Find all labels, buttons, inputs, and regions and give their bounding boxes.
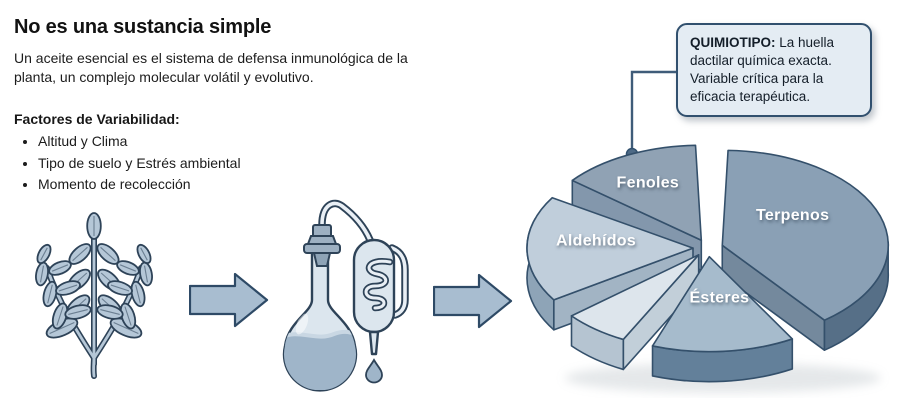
pie-slice-label: Terpenos xyxy=(756,207,829,224)
plant-leaf xyxy=(107,280,133,296)
connector-polyline xyxy=(630,70,676,150)
arrow-right-icon xyxy=(433,273,513,329)
oil-droplet xyxy=(365,358,383,384)
plant-leaf xyxy=(139,261,153,287)
plant-leaf xyxy=(48,260,72,276)
plant-leaf xyxy=(55,280,81,296)
pie-slice-Ésteres: Ésteres xyxy=(651,255,794,383)
plant-leaf xyxy=(35,261,49,287)
pie-slice-label: Ésteres xyxy=(689,288,749,307)
factors-heading: Factores de Variabilidad: xyxy=(14,111,180,128)
plant-leaf xyxy=(64,304,92,320)
cork-body xyxy=(306,235,338,245)
plant-leaf xyxy=(119,302,137,330)
chemotype-callout-box: QUIMIOTIPO: La huella dactilar química e… xyxy=(676,23,872,117)
pie-slice-label: Fenoles xyxy=(617,175,680,192)
pie-slice-Terpenos: Terpenos xyxy=(721,149,890,351)
plant-leaf xyxy=(42,280,58,308)
plant-leaf xyxy=(116,260,140,276)
arrow-right-icon xyxy=(189,272,269,328)
outlet-tube xyxy=(368,330,380,356)
factor-item-harvest: Momento de recolección xyxy=(38,174,464,196)
cork-flange xyxy=(303,243,341,254)
factor-item-altitude: Altitud y Clima xyxy=(38,131,464,153)
plant-leaf xyxy=(36,243,52,265)
plant-leaf xyxy=(136,243,152,265)
pie-slice-unlabeled xyxy=(570,254,700,371)
callout-text: La huella dactilar química exacta. Varia… xyxy=(690,35,835,104)
plant-leaf xyxy=(51,302,69,330)
pie-slice-label: Aldehídos xyxy=(556,233,636,250)
distillation-apparatus-icon xyxy=(282,199,409,392)
factor-item-soil: Tipo de suelo y Estrés ambiental xyxy=(38,153,464,175)
plant-leaf xyxy=(86,212,102,240)
arrow-shape xyxy=(189,272,269,328)
plant-leaf xyxy=(130,280,146,308)
page-title: No es una sustancia simple xyxy=(14,16,272,38)
subtitle-text: Un aceite esencial es el sistema de defe… xyxy=(14,50,408,86)
plant-branch-icon xyxy=(35,212,153,379)
factors-list: Altitud y Clima Tipo de suelo y Estrés a… xyxy=(14,131,464,196)
plant-leaf xyxy=(96,304,124,320)
callout-term: QUIMIOTIPO: xyxy=(690,35,776,50)
header-block: No es una sustancia simple Un aceite ese… xyxy=(14,16,464,196)
cork-bottom xyxy=(312,252,332,267)
arrow-shape xyxy=(433,273,513,329)
